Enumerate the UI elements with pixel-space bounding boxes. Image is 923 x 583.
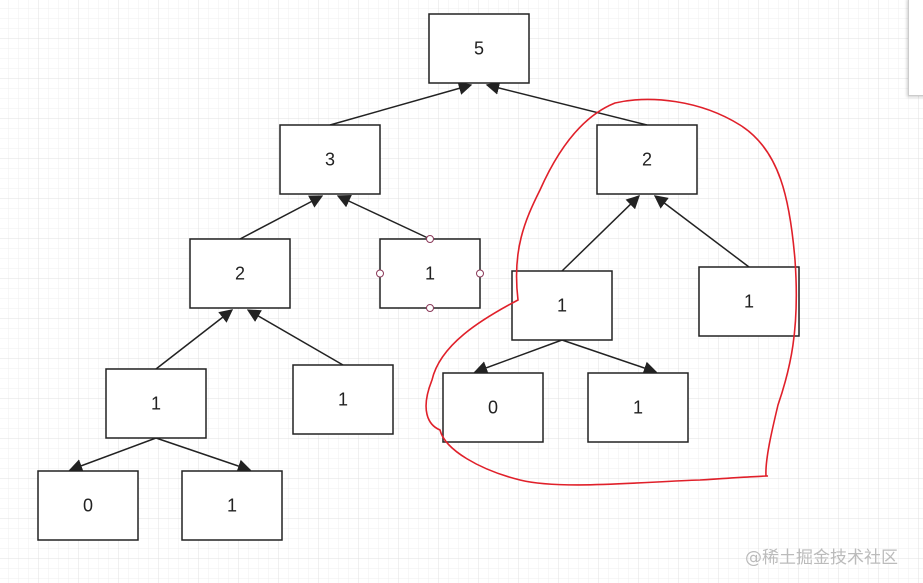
edge-arrow[interactable] — [473, 339, 563, 375]
node-label: 1 — [633, 398, 643, 418]
node-label: 3 — [325, 150, 335, 170]
edge-arrow[interactable] — [336, 195, 431, 240]
tree-node[interactable]: 1 — [181, 470, 283, 541]
edge-arrow[interactable] — [561, 339, 658, 375]
edge-arrow[interactable] — [246, 309, 344, 366]
node-box[interactable] — [596, 124, 698, 195]
watermark: @稀土掘金技术社区 — [745, 548, 898, 568]
tree-node[interactable]: 3 — [279, 124, 381, 195]
tree-node[interactable]: 1 — [292, 364, 394, 435]
resize-handle[interactable] — [376, 269, 384, 278]
node-label: 0 — [488, 398, 498, 418]
node-label: 2 — [235, 264, 245, 284]
edge-arrow[interactable] — [329, 81, 473, 126]
node-label: 1 — [425, 264, 435, 284]
node-label: 1 — [557, 296, 567, 316]
resize-handle[interactable] — [426, 235, 434, 243]
tree-node[interactable]: 0 — [442, 372, 544, 443]
tree-node[interactable]: 1 — [698, 266, 800, 337]
node-box[interactable] — [189, 238, 291, 309]
node-box[interactable] — [181, 470, 283, 541]
node-box[interactable] — [442, 372, 544, 443]
tree-node[interactable]: 2 — [596, 124, 698, 195]
edge-arrow[interactable] — [155, 309, 234, 370]
node-label: 0 — [83, 496, 93, 516]
tree-node[interactable]: 2 — [189, 238, 291, 309]
edge-arrow[interactable] — [561, 195, 640, 272]
tree-node[interactable]: 1 — [511, 270, 613, 341]
node-label: 2 — [642, 150, 652, 170]
node-box[interactable] — [105, 368, 207, 439]
node-label: 1 — [227, 496, 237, 516]
tree-node[interactable]: 1 — [105, 368, 207, 439]
node-label: 1 — [151, 394, 161, 414]
edge-arrow[interactable] — [155, 437, 252, 473]
node-box[interactable] — [587, 372, 689, 443]
resize-handle[interactable] — [476, 269, 484, 278]
highlight-circle — [425, 98, 798, 486]
tree-node[interactable]: 1 — [379, 238, 481, 309]
edge-arrow[interactable] — [239, 195, 324, 240]
side-panel-edge[interactable] — [908, 0, 923, 96]
tree-node[interactable]: 0 — [37, 470, 139, 541]
edge-arrow[interactable] — [68, 437, 157, 473]
node-box[interactable] — [292, 364, 394, 435]
edge-arrow[interactable] — [653, 195, 750, 268]
node-box[interactable] — [698, 266, 800, 337]
edge-arrow[interactable] — [485, 81, 648, 126]
node-box[interactable] — [428, 13, 530, 84]
node-label: 1 — [338, 390, 348, 410]
node-label: 5 — [474, 39, 484, 59]
tree-node[interactable]: 1 — [587, 372, 689, 443]
node-box[interactable] — [511, 270, 613, 341]
node-box[interactable] — [279, 124, 381, 195]
resize-handle[interactable] — [426, 304, 434, 312]
node-box[interactable] — [37, 470, 139, 541]
tree-node[interactable]: 5 — [428, 13, 530, 84]
node-label: 1 — [744, 292, 754, 312]
